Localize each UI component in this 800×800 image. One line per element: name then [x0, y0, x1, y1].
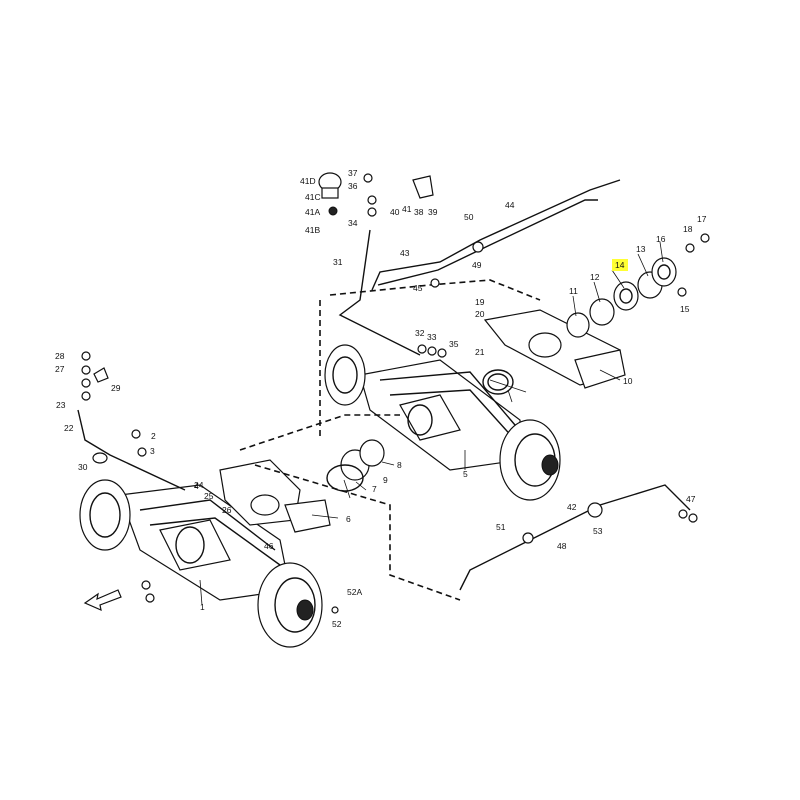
- hydraulic-lines: [77, 179, 691, 591]
- callout: 47: [686, 494, 696, 504]
- callout: 15: [680, 304, 690, 314]
- callout: 3: [150, 446, 155, 456]
- callout: 29: [111, 383, 121, 393]
- callout: 18: [683, 224, 693, 234]
- front-bracket-and-rings: [219, 439, 385, 533]
- callout: 41C: [305, 192, 321, 202]
- callout: 41D: [300, 176, 316, 186]
- callout: 51: [496, 522, 506, 532]
- highlight-box: [612, 259, 628, 271]
- callout: 16: [656, 234, 666, 244]
- callout: 32: [415, 328, 425, 338]
- callout-labels: 1 2 3 4 5 6 7 8 9 10 11 12 13 14 15 16 1…: [55, 168, 707, 629]
- callout: 21: [475, 347, 485, 357]
- callout: 12: [590, 272, 600, 282]
- fittings: [81, 172, 710, 614]
- callout: 41B: [305, 225, 320, 235]
- callout: 11: [569, 286, 578, 296]
- callout: 52A: [347, 587, 362, 597]
- callout: 5: [463, 469, 468, 479]
- callout: 27: [55, 364, 65, 374]
- callout: 52: [332, 619, 342, 629]
- callout: 22: [64, 423, 74, 433]
- callout: 26: [222, 505, 232, 515]
- callout: 1: [200, 602, 205, 612]
- callout: 46: [264, 541, 274, 551]
- callout: 39: [428, 207, 438, 217]
- assembly-dashed-lines: [239, 279, 541, 601]
- callout: 43: [400, 248, 410, 258]
- callout: 30: [78, 462, 88, 472]
- callout: 41A: [305, 207, 320, 217]
- callout: 19: [475, 297, 485, 307]
- front-direction-arrow-icon: [83, 589, 122, 612]
- callout: 45: [413, 283, 423, 293]
- callout: 20: [475, 309, 485, 319]
- callout: 53: [593, 526, 603, 536]
- callout: 14: [615, 260, 625, 270]
- callout: 41: [402, 204, 412, 214]
- callout: 48: [557, 541, 567, 551]
- callout: 4: [194, 481, 199, 491]
- callout: 24: [194, 480, 204, 490]
- callout: 35: [449, 339, 459, 349]
- callout: 33: [427, 332, 437, 342]
- callout: 25: [204, 491, 214, 501]
- callout: 44: [505, 200, 515, 210]
- callout: 7: [372, 484, 377, 494]
- callout: 13: [636, 244, 646, 254]
- callout: 38: [414, 207, 424, 217]
- front-axle-assembly: [79, 479, 323, 648]
- callout: 9: [383, 475, 388, 485]
- callout: 34: [348, 218, 358, 228]
- callout: 37: [348, 168, 358, 178]
- callout: 8: [397, 460, 402, 470]
- callout: 31: [333, 257, 343, 267]
- callout: 2: [151, 431, 156, 441]
- callout: 17: [697, 214, 707, 224]
- callout: 49: [472, 260, 482, 270]
- callout: 50: [464, 212, 474, 222]
- callout: 36: [348, 181, 358, 191]
- callout: 6: [346, 514, 351, 524]
- callout: 42: [567, 502, 577, 512]
- ring-stack-right: [482, 257, 677, 395]
- callout: 10: [623, 376, 633, 386]
- callout: 23: [56, 400, 66, 410]
- callout: 40: [390, 207, 400, 217]
- leader-lines: [199, 241, 664, 606]
- rear-axle-assembly: [324, 344, 561, 501]
- pivot-bracket: [483, 309, 626, 389]
- callout: 28: [55, 351, 65, 361]
